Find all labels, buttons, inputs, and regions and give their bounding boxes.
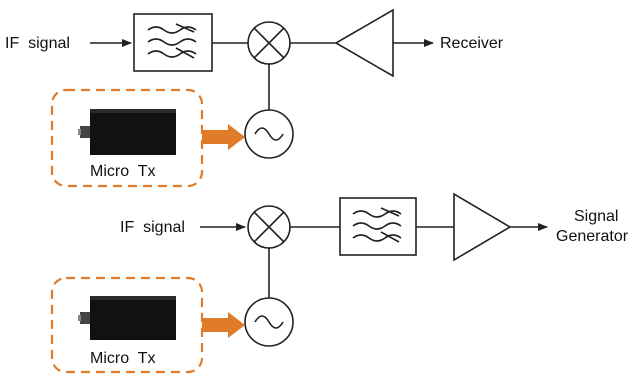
bottom-if-signal-label: IF signal — [120, 219, 185, 236]
top-orange-arrow-icon — [202, 124, 245, 150]
top-mixer-icon — [247, 21, 291, 65]
top-if-signal-label: IF signal — [5, 35, 70, 52]
bottom-micro-tx-device-icon — [78, 296, 176, 340]
top-micro-tx-label: Micro Tx — [90, 163, 155, 180]
bottom-micro-tx-outline — [50, 276, 204, 374]
bottom-bandpass-filter-icon — [339, 197, 417, 256]
bottom-orange-arrow-icon — [202, 312, 245, 338]
bottom-chain: IF signal Signal Generator — [50, 192, 629, 374]
bottom-micro-tx-label: Micro Tx — [90, 350, 155, 367]
top-receiver-label: Receiver — [440, 35, 504, 52]
bottom-amplifier-icon — [453, 192, 512, 262]
bottom-signal-label: Signal — [574, 208, 618, 225]
top-micro-tx-outline — [50, 88, 204, 188]
bottom-micro-tx: Micro Tx — [50, 276, 204, 374]
top-bandpass-filter-icon — [133, 13, 213, 72]
top-chain: IF signal Receiver — [5, 8, 504, 188]
top-micro-tx-device-icon — [78, 109, 176, 155]
top-amplifier-icon — [334, 8, 394, 78]
bottom-oscillator-icon — [244, 297, 294, 347]
bottom-mixer-icon — [247, 205, 291, 249]
bottom-generator-label: Generator — [556, 228, 629, 245]
top-micro-tx: Micro Tx — [50, 88, 204, 188]
top-oscillator-icon — [244, 109, 294, 159]
